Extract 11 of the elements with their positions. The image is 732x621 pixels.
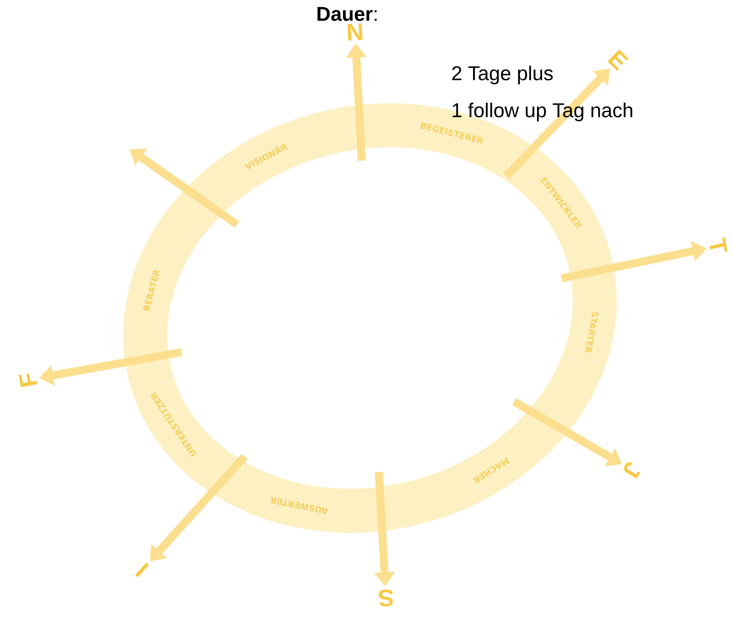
compass-letter: S: [378, 589, 394, 606]
duration-text: 1 follow up Tag nach: [452, 102, 632, 122]
compass-letter: F: [18, 374, 38, 388]
heading: Dauer:: [318, 7, 377, 21]
compass-letter: I: [135, 562, 149, 578]
duration-text: 2 Tage plus: [452, 66, 553, 84]
compass-letter: T: [710, 237, 728, 252]
compass-letter: N: [348, 23, 362, 41]
compass-letter: J: [624, 462, 640, 479]
segment-label: STARTER: [584, 312, 598, 352]
compass-letter: E: [608, 50, 628, 71]
